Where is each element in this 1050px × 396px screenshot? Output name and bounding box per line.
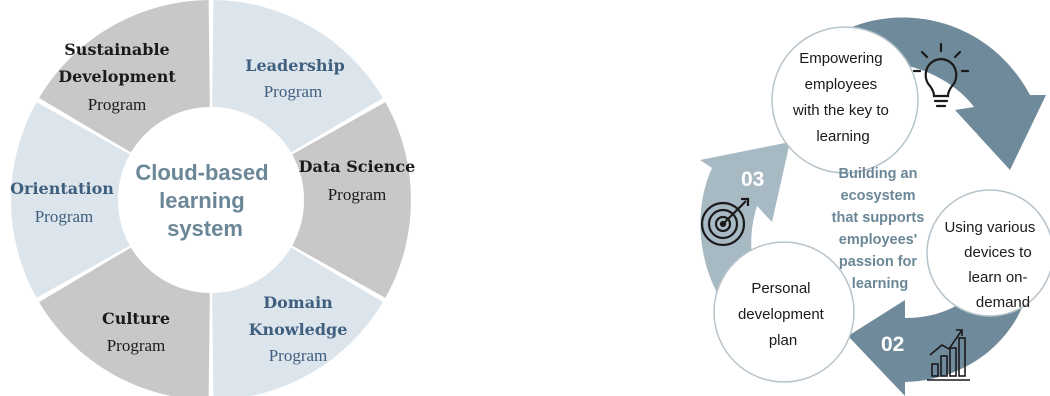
segment-domain-knowledge: Domain Knowledge Program — [249, 293, 348, 365]
cycle-center-text: Building an ecosystem that supports empl… — [832, 166, 929, 292]
segment-culture: Culture Program — [102, 309, 170, 355]
wheel-center-label: Cloud-based learning system — [135, 160, 274, 241]
lightbulb-icon — [912, 42, 970, 108]
wheel-segment-2 — [212, 247, 383, 396]
segment-title: Orientation — [10, 179, 114, 198]
segment-sustainable-development: Sustainable Development Program — [58, 40, 176, 114]
segment-title: Knowledge — [249, 320, 348, 339]
segment-subtitle: Program — [35, 207, 94, 226]
wheel-hub — [118, 107, 304, 293]
wheel-segment-1 — [292, 102, 411, 298]
program-wheel: Cloud-based learning system Leadership P… — [10, 0, 415, 396]
step-number-02: 02 — [881, 333, 904, 356]
segment-title: Leadership — [245, 56, 345, 75]
step-circle-03 — [713, 241, 855, 383]
target-icon — [700, 197, 750, 247]
segment-subtitle: Program — [264, 82, 323, 101]
segment-title: Culture — [102, 309, 170, 328]
step-03-text: Personal development plan — [738, 280, 828, 349]
segment-orientation: Orientation Program — [10, 179, 114, 226]
segment-data-science: Data Science Program — [299, 157, 416, 204]
bar-chart-icon — [927, 329, 970, 381]
wheel-segment-5 — [39, 0, 210, 153]
step-number-03: 03 — [741, 168, 764, 191]
segment-title: Development — [58, 67, 176, 86]
step-circle-01 — [771, 26, 919, 174]
step-02-text: Using various devices to learn on- deman… — [944, 219, 1039, 311]
segment-subtitle: Program — [328, 185, 387, 204]
wheel-segment-4 — [10, 102, 130, 298]
step-01-text: Empowering employees with the key to lea… — [792, 50, 893, 145]
segment-title: Sustainable — [64, 40, 169, 59]
segment-subtitle: Program — [107, 336, 166, 355]
segment-leadership: Leadership Program — [245, 56, 345, 101]
segment-title: Data Science — [299, 157, 416, 176]
wheel-segment-3 — [39, 247, 210, 396]
step-circle-02 — [926, 189, 1050, 317]
segment-subtitle: Program — [88, 95, 147, 114]
segment-title: Domain — [263, 293, 333, 312]
segment-subtitle: Program — [269, 346, 328, 365]
learning-cycle: Empowering employees with the key to lea… — [700, 17, 1050, 396]
step-number-01: 01 — [957, 129, 981, 152]
wheel-segment-0 — [212, 0, 383, 153]
